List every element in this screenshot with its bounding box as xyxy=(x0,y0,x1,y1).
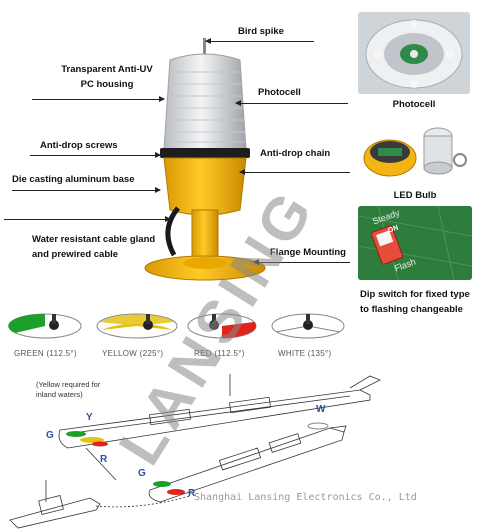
arrow-bird-spike xyxy=(205,38,314,44)
tugboat-convoy-icon xyxy=(9,374,381,529)
sector-white-icon xyxy=(271,313,345,339)
sector-label-green: GREEN (112.5°) xyxy=(14,349,77,358)
yellow-note: (Yellow required for inland waters) xyxy=(36,380,100,400)
ship-diagram: G Y R W G R xyxy=(0,370,480,531)
label-housing-line1: Transparent Anti-UV xyxy=(61,64,153,75)
product-illustration xyxy=(130,30,270,290)
ship-label-w: W xyxy=(316,404,326,415)
led-bulb-photo xyxy=(360,116,470,182)
label-screws: Anti-drop screws xyxy=(40,140,118,151)
caption-dip-line2: to flashing changeable xyxy=(360,304,463,315)
caption-led: LED Bulb xyxy=(393,190,437,201)
label-housing: Transparent Anti-UV PC housing xyxy=(42,62,172,92)
sector-red-icon xyxy=(187,313,257,339)
arrow-flange xyxy=(253,259,350,265)
ship-label-g1: G xyxy=(46,430,54,441)
arrow-screws xyxy=(30,152,161,158)
dip-switch-icon xyxy=(358,206,472,280)
label-housing-line2: PC housing xyxy=(80,79,134,90)
sector-label-red: RED (112.5°) xyxy=(194,349,245,358)
label-flange: Flange Mounting xyxy=(270,247,346,258)
caption-photocell: Photocell xyxy=(392,99,436,110)
yellow-note-line2: inland waters) xyxy=(36,390,83,399)
arrow-photocell xyxy=(235,100,348,106)
led-bulb-icon xyxy=(360,116,470,182)
photocell-board-icon xyxy=(358,12,470,94)
sector-yellow-icon xyxy=(96,313,178,339)
yellow-note-line1: (Yellow required for xyxy=(36,380,101,389)
ship-label-y: Y xyxy=(86,412,93,423)
sector-label-white: WHITE (135°) xyxy=(278,349,332,358)
dip-switch-photo: Steady ON Flash xyxy=(358,206,472,280)
obstruction-light-icon xyxy=(144,38,266,281)
caption-dip-line1: Dip switch for fixed type xyxy=(360,289,470,300)
label-base: Die casting aluminum base xyxy=(12,174,135,185)
label-gland-line1: Water resistant cable gland xyxy=(32,234,156,245)
ship-label-g2: G xyxy=(138,468,146,479)
arrow-gland xyxy=(4,216,171,222)
photocell-photo xyxy=(358,12,470,94)
label-gland-line2: and prewired cable xyxy=(32,249,119,260)
company-name: Shanghai Lansing Electronics Co., Ltd xyxy=(194,492,417,503)
sector-diagrams xyxy=(8,313,345,339)
label-photocell: Photocell xyxy=(258,87,301,98)
arrow-base xyxy=(12,187,161,193)
arrow-chain xyxy=(239,169,350,175)
caption-dip: Dip switch for fixed type to flashing ch… xyxy=(360,287,480,317)
sector-row: GREEN (112.5°) YELLOW (225°) RED (112.5°… xyxy=(0,308,480,368)
arrow-housing xyxy=(32,96,165,102)
label-chain: Anti-drop chain xyxy=(260,148,331,159)
label-gland: Water resistant cable gland and prewired… xyxy=(32,232,155,262)
ship-label-r1: R xyxy=(100,454,108,465)
ship-label-r2: R xyxy=(188,488,196,499)
label-bird-spike: Bird spike xyxy=(238,26,284,37)
sector-green-icon xyxy=(8,313,82,339)
sector-label-yellow: YELLOW (225°) xyxy=(102,349,164,358)
